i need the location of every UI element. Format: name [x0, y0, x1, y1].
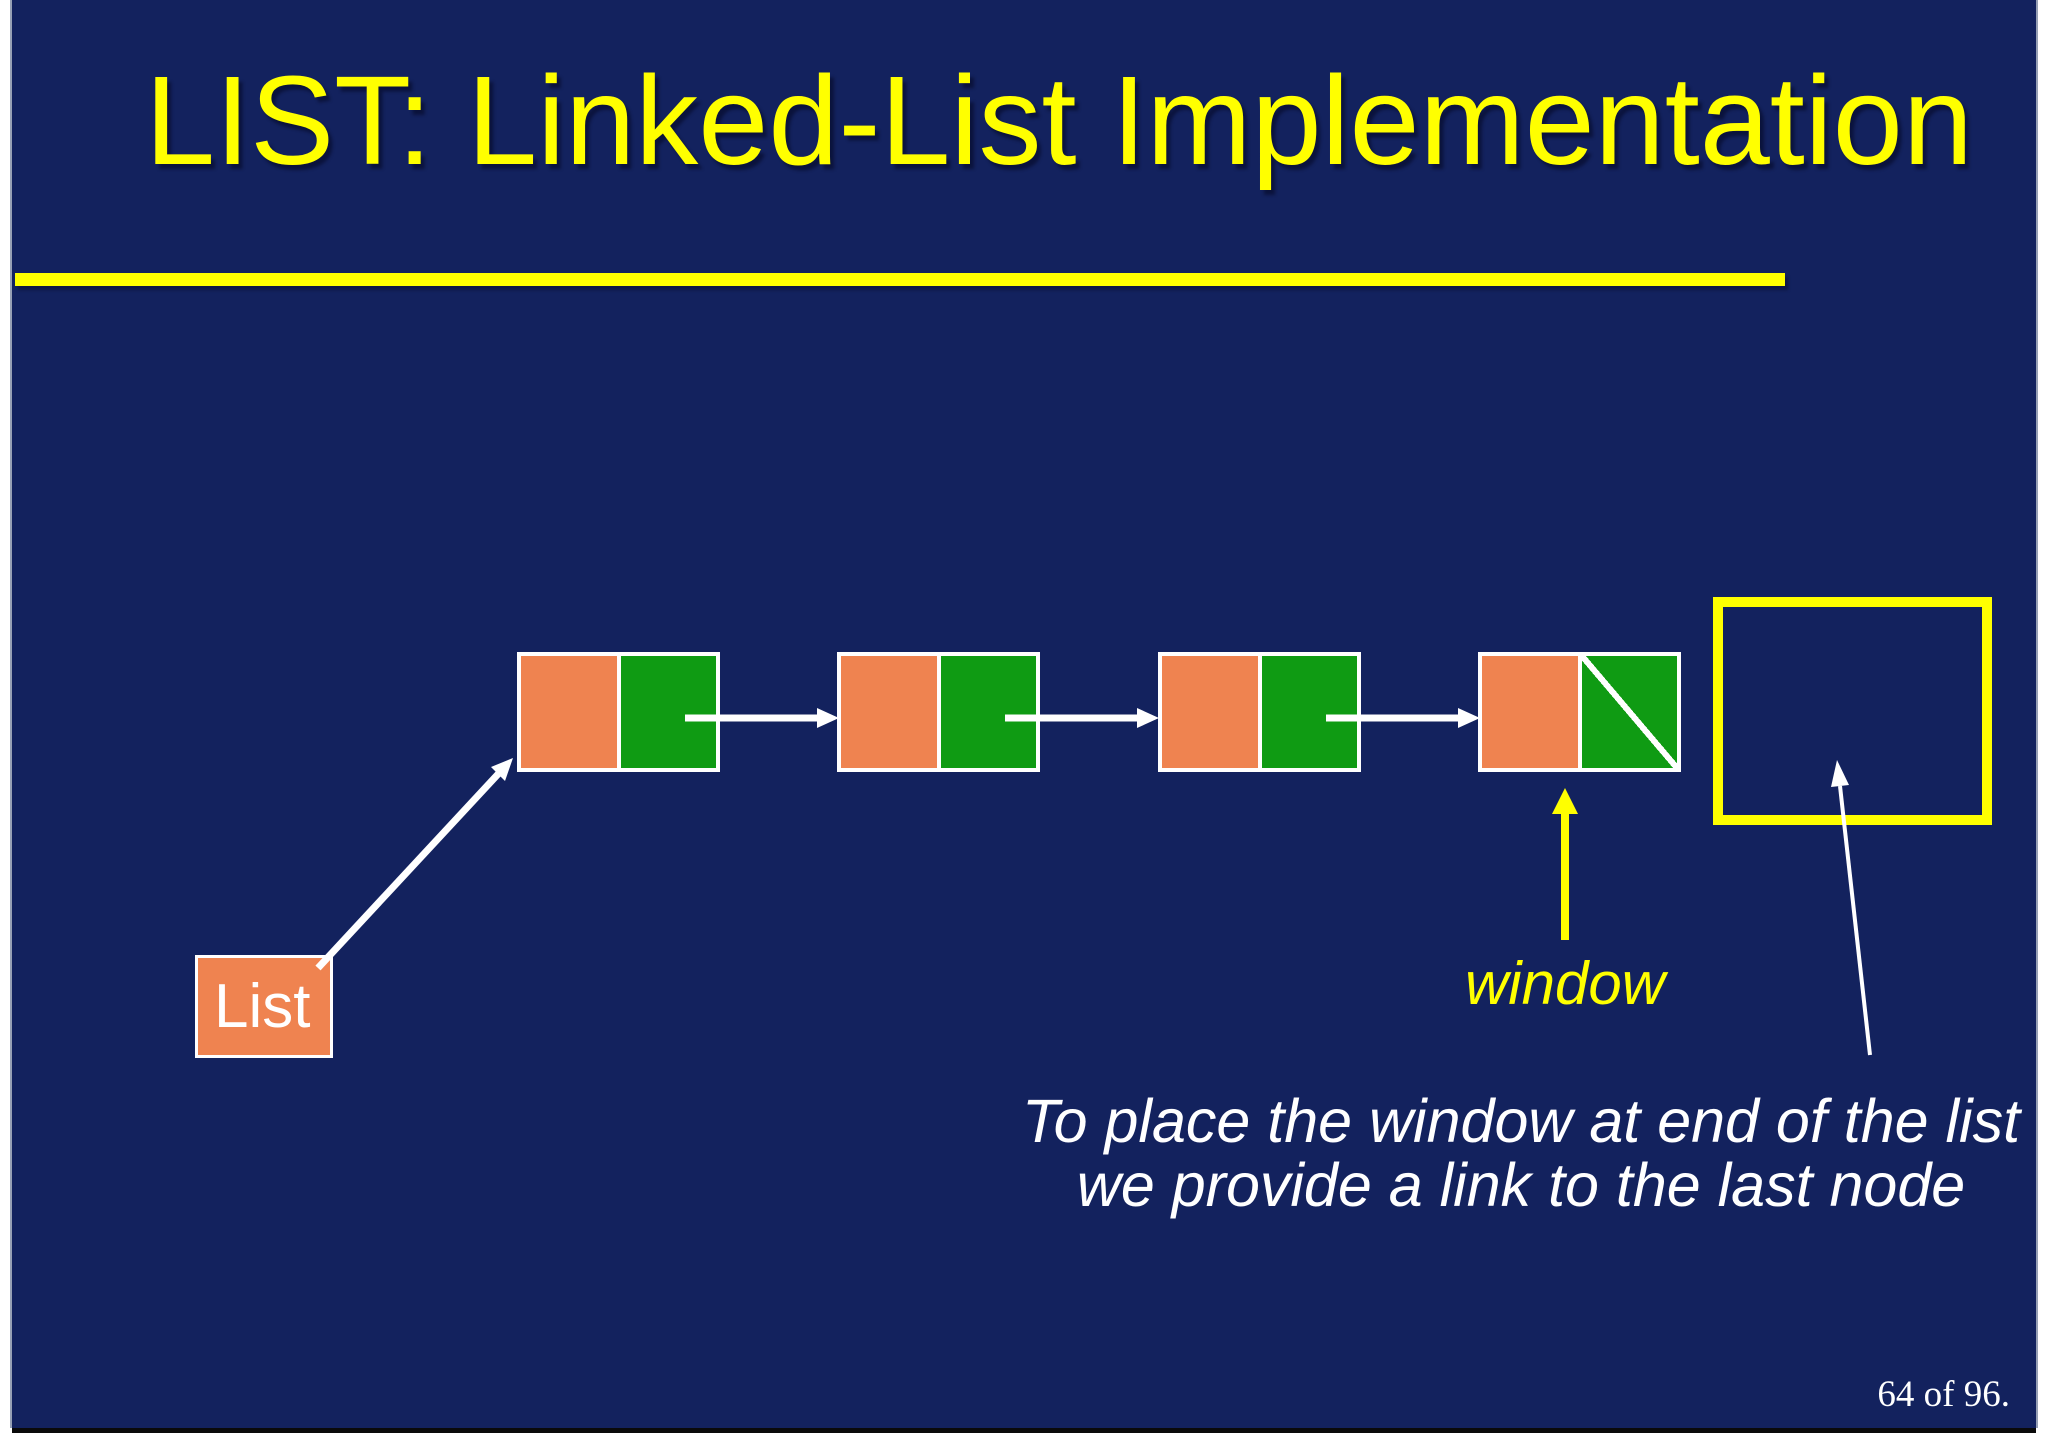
node-data-field — [1162, 656, 1258, 768]
node-next-field — [1261, 656, 1357, 768]
list-head-arrow — [315, 758, 513, 971]
node-data-field — [841, 656, 937, 768]
caption-text: To place the window at end of the list w… — [1022, 1089, 2020, 1217]
left-edge-line — [10, 0, 12, 1428]
node-data-field — [521, 656, 617, 768]
list-node-1 — [517, 652, 720, 772]
list-node-4 — [1478, 652, 1681, 772]
node-next-field — [620, 656, 716, 768]
list-node-3 — [1158, 652, 1361, 772]
node-next-field-null-slash — [1581, 656, 1677, 768]
node-next-field — [940, 656, 1036, 768]
bottom-border — [12, 1428, 2036, 1433]
slide: LIST: Linked-List Implementation List wi… — [12, 0, 2036, 1428]
right-edge-line — [2036, 0, 2038, 1428]
window-label: window — [1464, 950, 1666, 1017]
window-pointer-arrow — [1552, 788, 1578, 940]
list-node-2 — [837, 652, 1040, 772]
list-head-box: List — [195, 955, 333, 1058]
list-head-label: List — [214, 971, 311, 1041]
page-indicator: 64 of 96. — [1877, 1374, 2010, 1415]
caption-line-2: we provide a link to the last node — [1076, 1151, 1966, 1219]
node-data-field — [1482, 656, 1578, 768]
slide-title: LIST: Linked-List Implementation — [145, 50, 1973, 191]
title-underline — [15, 273, 1785, 286]
window-placeholder-box — [1713, 597, 1992, 825]
caption-line-1: To place the window at end of the list — [1021, 1087, 2021, 1155]
